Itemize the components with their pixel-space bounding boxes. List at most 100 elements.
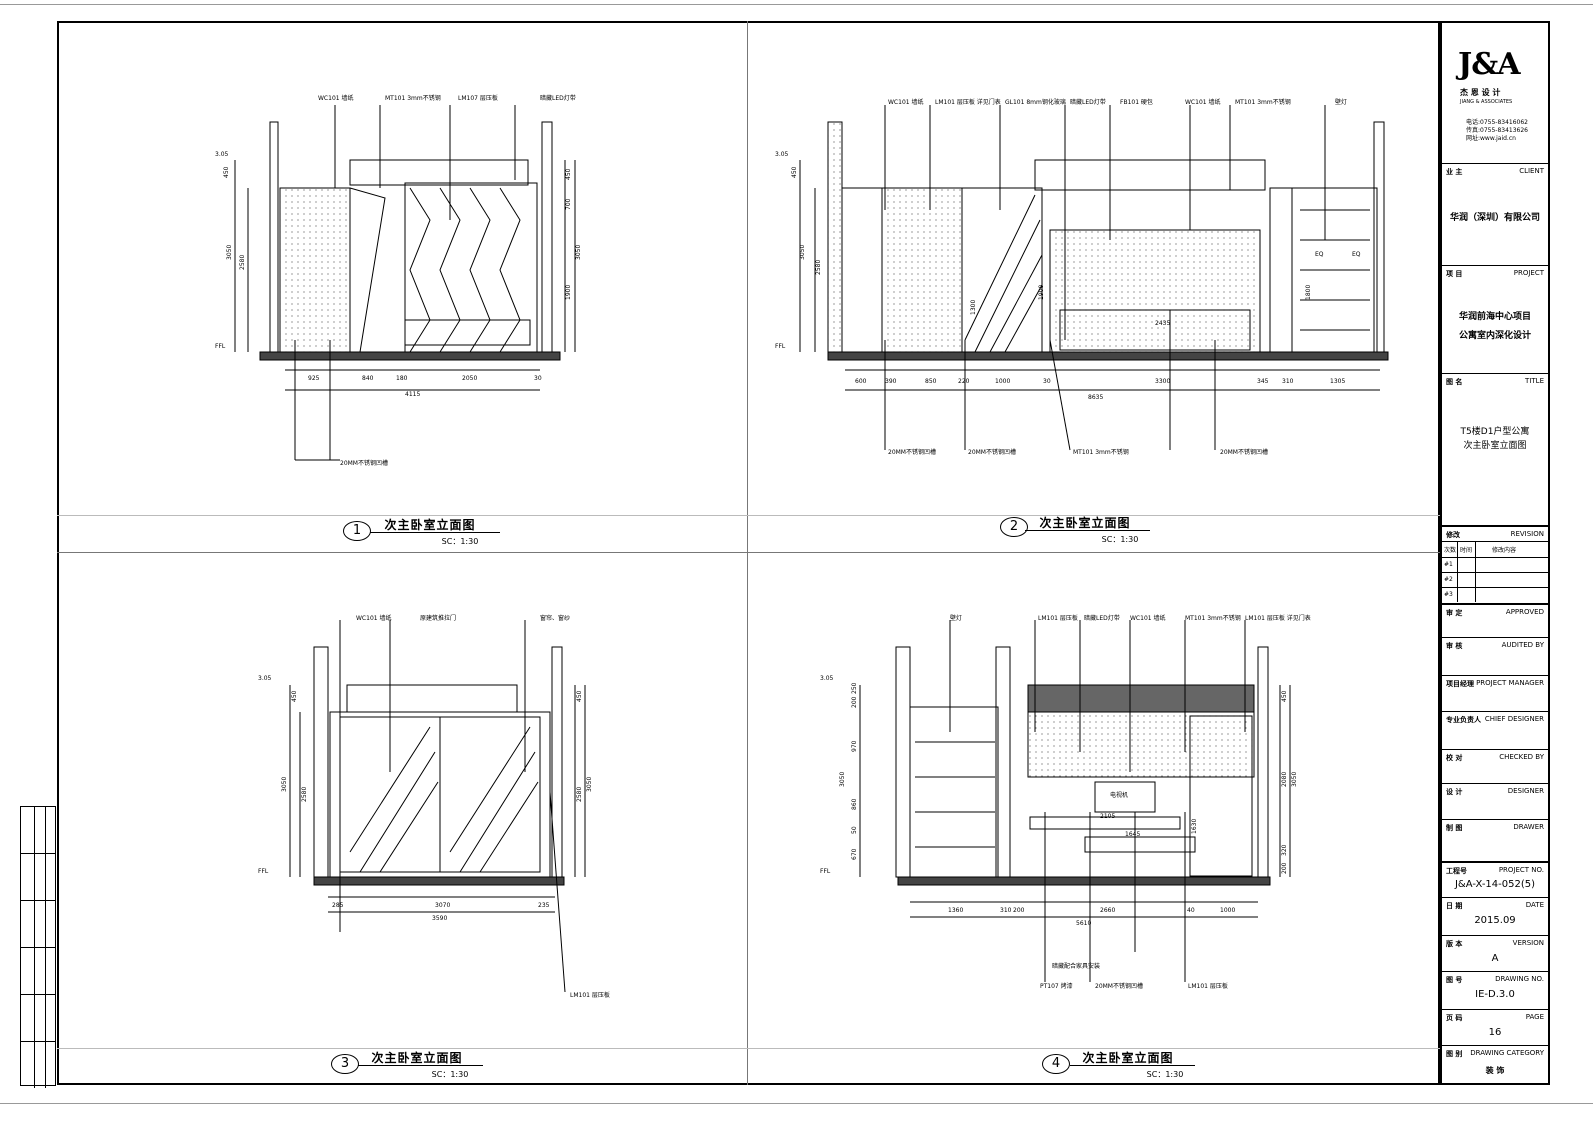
project-row: 项 目 PROJECT 华润前海中心项目 公寓室内深化设计	[1442, 265, 1548, 376]
audited-en: AUDITED BY	[1501, 641, 1544, 649]
logo-web: 网址:www.jaid.cn	[1466, 135, 1516, 142]
view2-dim-total: 8635	[1088, 394, 1103, 401]
chief-cn: 专业负责人	[1446, 716, 1481, 724]
view2-dim-left-1: 2580	[815, 260, 822, 275]
view4-label-12: LM101 层压板	[1188, 982, 1228, 990]
view3-label-0: WC101 墙纸	[356, 614, 391, 622]
view2-label-9: 20MM不锈钢凹槽	[968, 448, 1016, 456]
page-row: 页 码 PAGE 16	[1442, 1009, 1548, 1046]
page-en: PAGE	[1525, 1013, 1544, 1021]
view1-dim-bottom-0: 925	[308, 375, 320, 382]
view3-dim-bottom-0: 285	[332, 902, 344, 909]
projno-row: 工程号 PROJECT NO. J&A-X-14-052(5)	[1442, 861, 1548, 899]
view2-dim-bottom-6: 3300	[1155, 378, 1170, 385]
approved-cn: 审 定	[1446, 609, 1463, 617]
view2-dim-bottom-5: 30	[1043, 378, 1051, 385]
category-row: 图 别 DRAWING CATEGORY 装 饰	[1442, 1045, 1548, 1084]
view2-dim-bottom-9: 1305	[1330, 378, 1345, 385]
title-value-2: 次主卧室立面图	[1463, 441, 1527, 451]
caption-rule-bottom	[57, 1048, 1440, 1049]
title-en: TITLE	[1525, 377, 1544, 385]
view4-dim-left-4: 50	[851, 826, 858, 834]
revision-row-1: #1	[1442, 557, 1548, 573]
view4-dim-left-0: 200	[851, 696, 858, 708]
designer-en: DESIGNER	[1507, 787, 1544, 795]
rev-row-2: #2	[1444, 576, 1453, 583]
view2-dim-bottom-4: 1000	[995, 378, 1010, 385]
view4-label-8: 1645	[1125, 831, 1140, 838]
view4-label-0: 壁灯	[950, 614, 962, 622]
view3-dim-bottom-1: 3070	[435, 902, 450, 909]
drawno-value: IE-D.3.0	[1475, 989, 1515, 1000]
version-en: VERSION	[1512, 939, 1544, 947]
revision-row: 修改 REVISION	[1442, 525, 1548, 543]
rev-head-2: 修改内容	[1492, 547, 1517, 554]
view1-number: 1	[343, 521, 371, 541]
view2-caption-title: 次主卧室立面图	[1039, 516, 1131, 530]
view1-dim-left-2: 3050	[226, 245, 233, 260]
audited-row: 审 核 AUDITED BY	[1442, 637, 1548, 676]
version-value: A	[1491, 953, 1499, 964]
view2-caption-rule	[1025, 530, 1150, 531]
view2-inner-5: EQ	[1352, 251, 1361, 258]
audited-cn: 审 核	[1446, 642, 1463, 650]
category-en: DRAWING CATEGORY	[1470, 1049, 1544, 1057]
view2-level-top: 3.05	[775, 151, 789, 158]
view4-dim-total: 5610	[1076, 920, 1091, 927]
page-cn: 页 码	[1446, 1014, 1463, 1022]
revision-head: 次数 时间 修改内容	[1442, 541, 1548, 558]
view3-label-1: 原建筑推拉门	[420, 614, 456, 622]
projno-en: PROJECT NO.	[1498, 866, 1544, 874]
client-value: 华润（深圳）有限公司	[1449, 213, 1540, 223]
view1-dim-left-1: 2580	[239, 255, 246, 270]
view2-level-bot: FFL	[775, 343, 786, 350]
view4-dim-bottom-0: 1360	[948, 907, 963, 914]
view2-caption-scale: SC：1:30	[1101, 535, 1139, 544]
view1-dim-right-0: 700	[565, 198, 572, 210]
view2-label-4: FB101 硬包	[1120, 98, 1153, 106]
view2-label-8: 20MM不锈钢凹槽	[888, 448, 936, 456]
view4-dim-bottom-2: 200	[1013, 907, 1025, 914]
drawno-row: 图 号 DRAWING NO. IE-D.3.0	[1442, 971, 1548, 1010]
view4-caption-rule	[1070, 1065, 1195, 1066]
view1-dim-bottom-1: 840	[362, 375, 374, 382]
view3-caption-scale: SC：1:30	[431, 1070, 469, 1079]
pm-cn: 项目经理	[1446, 680, 1474, 688]
logo-cn: 杰 恩 设 计	[1460, 88, 1501, 97]
view3-number: 3	[331, 1054, 359, 1074]
view4-dim-left-1: 250	[851, 682, 858, 694]
project-value-2: 公寓室内深化设计	[1458, 331, 1531, 341]
view4-dim-left-2: 970	[851, 740, 858, 752]
view2-label-5: WC101 墙纸	[1185, 98, 1220, 106]
vertical-divider	[747, 21, 748, 1085]
view2-dim-left-2: 3050	[799, 245, 806, 260]
view3-dim-right-2: 3050	[586, 777, 593, 792]
page-value: 16	[1488, 1027, 1502, 1038]
view1-label-1: MT101 3mm不锈钢	[385, 94, 441, 102]
view3-dim-total: 3590	[432, 915, 447, 922]
date-en: DATE	[1525, 901, 1544, 909]
revision-col-1	[1457, 541, 1458, 602]
view4-caption-scale: SC：1:30	[1146, 1070, 1184, 1079]
rev-head-0: 次数	[1444, 547, 1457, 554]
view4-dim-right-3: 200	[1281, 862, 1288, 874]
revision-row-3: #3	[1442, 587, 1548, 603]
drawno-en: DRAWING NO.	[1495, 975, 1544, 983]
top-rule	[0, 4, 1593, 5]
view4-label-10: PT107 烤漆	[1040, 982, 1073, 990]
rev-row-1: #1	[1444, 561, 1453, 568]
view1-dim-right-1: 3050	[575, 245, 582, 260]
revision-row-2: #2	[1442, 572, 1548, 588]
view4-caption-title: 次主卧室立面图	[1082, 1051, 1174, 1065]
view2-inner-4: EQ	[1315, 251, 1324, 258]
view4-dim-right-1: 2080	[1281, 772, 1288, 787]
view4-dim-left-5: 670	[851, 848, 858, 860]
version-row: 版 本 VERSION A	[1442, 935, 1548, 972]
revision-cn: 修改	[1446, 531, 1460, 539]
view1-dim-bottom-3: 2050	[462, 375, 477, 382]
title-row: 图 名 TITLE T5楼D1户型公寓 次主卧室立面图	[1442, 373, 1548, 524]
